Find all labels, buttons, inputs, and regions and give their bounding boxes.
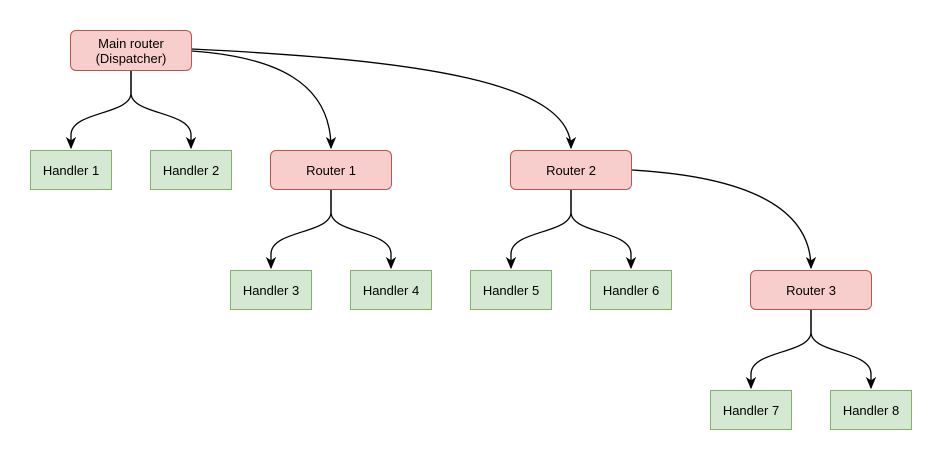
edges-group xyxy=(65,48,877,390)
node-handler-2: Handler 2 xyxy=(150,150,232,190)
edge-main-router-to-router-1 xyxy=(191,50,337,150)
node-label: (Dispatcher) xyxy=(95,50,167,66)
node-label: Router 3 xyxy=(786,282,836,298)
node-label: Handler 8 xyxy=(842,402,900,418)
node-handler-1: Handler 1 xyxy=(30,150,112,190)
node-main-router: Main router(Dispatcher) xyxy=(70,30,192,71)
edge-router-3-to-handler-7 xyxy=(745,310,812,390)
node-label: Main router xyxy=(98,35,164,51)
node-handler-3: Handler 3 xyxy=(230,270,312,310)
node-handler-8: Handler 8 xyxy=(830,390,912,430)
node-router-2: Router 2 xyxy=(510,150,632,190)
node-label: Handler 1 xyxy=(42,162,100,178)
edge-main-router-to-handler-1 xyxy=(65,71,132,150)
edge-main-router-to-router-2 xyxy=(191,48,577,150)
edge-router-2-to-handler-6 xyxy=(570,190,637,270)
node-label: Handler 2 xyxy=(162,162,220,178)
node-label: Handler 5 xyxy=(482,282,540,298)
edge-router-2-to-handler-5 xyxy=(505,190,572,270)
node-router-1: Router 1 xyxy=(270,150,392,190)
node-handler-4: Handler 4 xyxy=(350,270,432,310)
edge-router-1-to-handler-3 xyxy=(265,190,332,270)
node-label: Router 1 xyxy=(306,162,356,178)
node-label: Handler 3 xyxy=(242,282,300,298)
node-label: Handler 6 xyxy=(602,282,660,298)
node-handler-7: Handler 7 xyxy=(710,390,792,430)
edge-router-3-to-handler-8 xyxy=(810,310,877,390)
node-handler-5: Handler 5 xyxy=(470,270,552,310)
edge-router-1-to-handler-4 xyxy=(330,190,397,270)
node-label: Router 2 xyxy=(546,162,596,178)
edge-main-router-to-handler-2 xyxy=(130,71,197,150)
node-label: Handler 4 xyxy=(362,282,420,298)
node-label: Handler 7 xyxy=(722,402,780,418)
edge-router-2-to-router-3 xyxy=(631,169,817,270)
node-handler-6: Handler 6 xyxy=(590,270,672,310)
node-router-3: Router 3 xyxy=(750,270,872,310)
